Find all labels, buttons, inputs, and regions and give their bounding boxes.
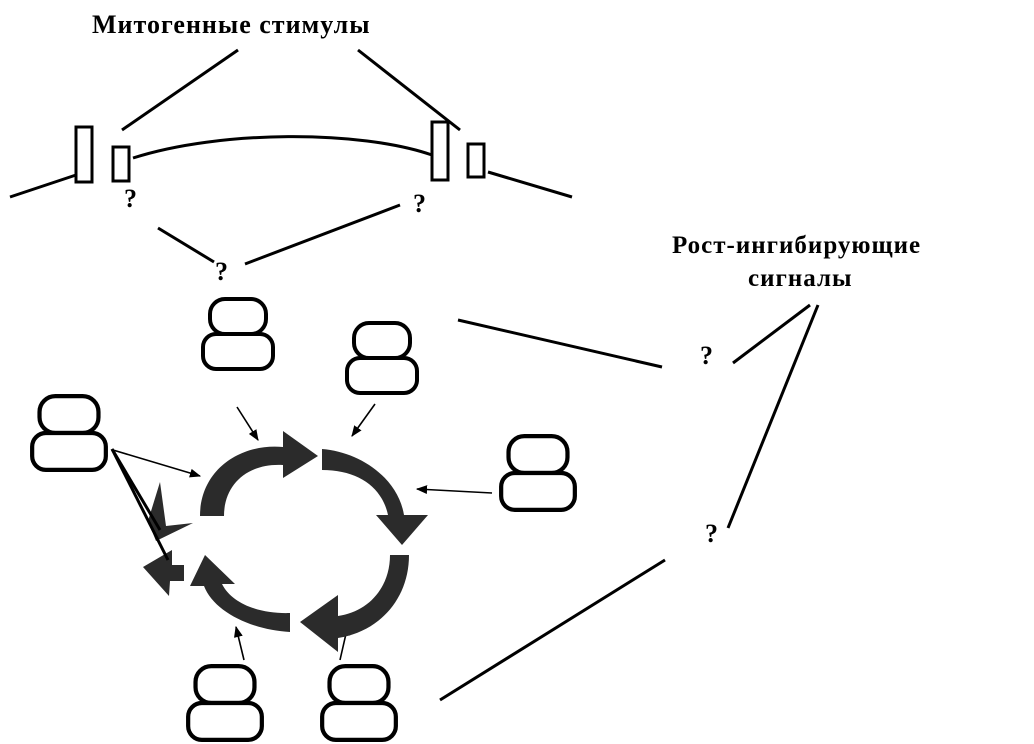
cycle-arrow-s: [322, 449, 428, 545]
cyclin-cdk-complex-right: [501, 436, 575, 510]
cell-cycle: [143, 431, 428, 652]
cycle-arrow-m: [190, 555, 290, 632]
phase-g2-letter: G: [333, 567, 348, 588]
growth-inhibitory-title-line1: Рост-ингибирующие: [672, 232, 921, 259]
unknown-signal-mark-left: ?: [124, 184, 137, 213]
inhibitory-mark-lower: ?: [705, 519, 718, 548]
cyclin-cdk-complex-bottom-left: [188, 666, 262, 740]
growth-inhibitory-title-line2: сигналы: [748, 265, 853, 292]
inhibitory-mark-upper: ?: [700, 341, 713, 370]
phase-label-m: M: [248, 570, 266, 591]
cyclin-cdk-complex-bottom-right: [322, 666, 396, 740]
receptor-right: [430, 120, 486, 182]
signal-converge-lines: [157, 203, 401, 266]
inhibitory-signal-lines: [439, 303, 820, 702]
mitogen-stimulus-lines: [121, 48, 461, 132]
phase-label-g2: G2: [333, 567, 354, 590]
cycle-arrow-g1: [200, 431, 318, 516]
cycle-arrow-g2: [300, 555, 409, 652]
cell-exit-arrow-lower: [143, 550, 184, 596]
cyclin-cdk-complex-top-right: [345, 321, 419, 395]
phase-g2-sub: 2: [348, 576, 354, 590]
phase-g1-letter: G: [245, 479, 260, 500]
thick-arrows-left: [110, 448, 170, 561]
unknown-signal-mark-center: ?: [215, 257, 228, 286]
mitogenic-stimuli-title: Митогенные стимулы: [92, 10, 371, 39]
phase-label-s: S: [335, 477, 346, 498]
cyclin-cdk-complex-left: [32, 396, 106, 470]
regulation-arrows: [112, 403, 493, 661]
cell-membrane: [9, 135, 573, 199]
cyclin-cdk-complex-top-center: [201, 297, 275, 371]
receptor-left: [74, 125, 131, 184]
phase-g1-sub: 1: [260, 488, 266, 502]
phase-label-g1: G1: [245, 479, 266, 502]
unknown-signal-mark-right: ?: [413, 189, 426, 218]
